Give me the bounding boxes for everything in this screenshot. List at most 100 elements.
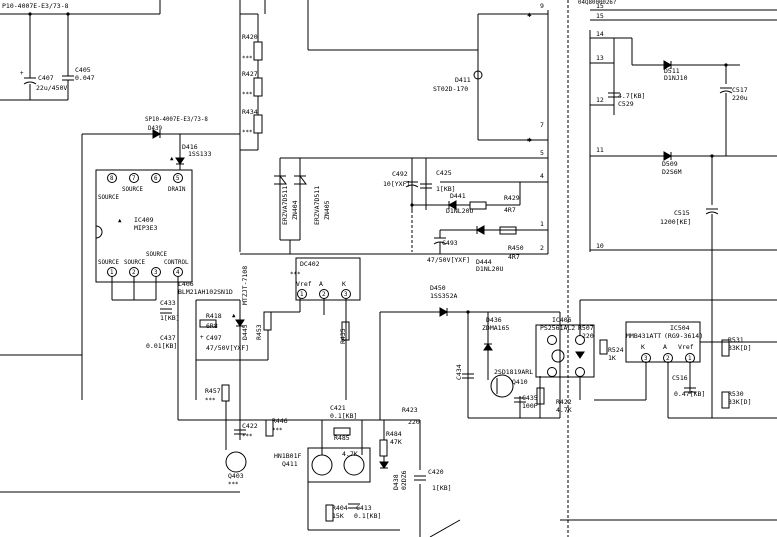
label-ic504-value: MMB431ATT <box>626 332 661 340</box>
label-r418: R418 <box>206 312 222 320</box>
label-zn405: ZN405 <box>323 200 331 220</box>
label-d416-value: 1SS133 <box>188 150 212 158</box>
label-stars: *** <box>242 92 253 98</box>
pin-label: 1 <box>300 292 304 298</box>
zn404-symbol <box>274 175 287 185</box>
label-c425: C425 <box>436 169 452 177</box>
label-pin1: 1 <box>540 220 544 228</box>
label-q410-value: 2SD1819ARL <box>494 368 533 376</box>
label-c420-value: 1[KB] <box>432 484 452 492</box>
label-zn404: ZN404 <box>291 200 299 220</box>
label-c492-value: 10[YXF] <box>383 180 410 188</box>
label-pin15b: 15 <box>596 12 604 20</box>
label-r423-value: 220 <box>408 418 420 426</box>
ic406-pin <box>547 335 557 345</box>
label-r524: R524 <box>608 346 624 354</box>
svg-text:+: + <box>20 71 24 77</box>
label-q411: Q411 <box>282 460 298 468</box>
label-ic504-a: A <box>663 343 667 351</box>
label-pin5: 5 <box>540 149 544 157</box>
ic409-notch <box>95 225 103 239</box>
ic406-pin <box>547 367 557 377</box>
label-d441: D441 <box>450 192 466 200</box>
label-ic409-control: CONTROL <box>164 260 189 266</box>
label-r484-value: 47K <box>390 438 402 446</box>
label-c517-value: 220u <box>732 94 748 102</box>
svg-text:▲: ▲ <box>118 218 122 224</box>
pin-label: 3 <box>154 270 158 276</box>
label-d411: D411 <box>455 76 471 84</box>
d438-symbol <box>379 461 389 469</box>
label-c497-value: 47/50V[YXF] <box>206 344 249 352</box>
label-pin9: 9 <box>540 2 544 10</box>
label-c529: C529 <box>618 100 634 108</box>
d450-symbol <box>439 307 449 317</box>
pin-label: 4 <box>176 270 180 276</box>
d436-symbol <box>483 343 493 351</box>
label-d509-value: D2S6M <box>662 168 682 176</box>
q410-symbol <box>490 374 514 398</box>
label-pin12: 12 <box>596 96 604 104</box>
label-stars: *** <box>228 482 239 488</box>
label-r420: R420 <box>242 33 258 41</box>
q411-a <box>311 454 333 476</box>
label-stars: *** <box>205 398 216 404</box>
label-r429: R429 <box>504 194 520 202</box>
label-pin15a: 15 <box>596 2 604 10</box>
label-hn1b01f: HN1B01F <box>274 452 301 460</box>
r427-body <box>253 77 263 97</box>
d439-symbol <box>152 129 162 139</box>
label-pin13: 13 <box>596 54 604 62</box>
label-pin7: 7 <box>540 121 544 129</box>
label-pin2: 2 <box>540 244 544 252</box>
d444-symbol <box>475 225 485 235</box>
label-d439: D439 <box>148 126 162 132</box>
label-c433-value: 1[KB] <box>160 314 180 322</box>
label-c433: C433 <box>160 299 176 307</box>
r485-body <box>333 427 351 436</box>
pin-label: 8 <box>110 176 114 182</box>
pin-label: 2 <box>322 292 326 298</box>
label-ic409-source-c: SOURCE <box>146 252 167 258</box>
label-r524-value: 1K <box>608 354 616 362</box>
label-r530-value: 33K[D] <box>728 398 751 406</box>
label-l406-value: BLM21AH102SN1D <box>178 288 233 296</box>
c493-plate-curved <box>433 241 447 245</box>
label-c421-value: 0.1[KB] <box>330 412 357 420</box>
label-r450: R450 <box>508 244 524 252</box>
label-c492: C492 <box>392 170 408 178</box>
r484-body <box>379 439 388 457</box>
label-ic409: IC409 <box>134 216 154 224</box>
label-zn404-value: ERZVA7D511 <box>281 186 289 225</box>
label-c493: C493 <box>442 239 458 247</box>
label-pin10: 10 <box>596 242 604 250</box>
wire <box>429 519 461 537</box>
label-c437: C437 <box>160 334 176 342</box>
label-p10: P10-4007E-E3/73-8 <box>2 2 69 10</box>
label-d444-value: D1NL20U <box>476 265 503 273</box>
label-c407: C407 <box>38 74 54 82</box>
label-l406: L406 <box>178 280 194 288</box>
label-c420: C420 <box>428 468 444 476</box>
c515-plate-curved <box>705 211 719 215</box>
ic406-transistor <box>551 349 565 363</box>
ic406-pin <box>575 367 585 377</box>
svg-text:✱: ✱ <box>527 10 532 19</box>
svg-text:▲: ▲ <box>170 156 174 162</box>
r457-body <box>221 384 230 402</box>
label-ic409-source-d: SOURCE <box>98 260 119 266</box>
pin-label: 3 <box>644 356 648 362</box>
label-r429-value: 4R7 <box>504 206 516 214</box>
label-dc402-a: A <box>319 280 323 288</box>
label-r446: R446 <box>272 417 288 425</box>
c517-plate-curved <box>719 90 733 94</box>
label-pin14: 14 <box>596 30 604 38</box>
r435-body <box>341 321 350 341</box>
d411-symbol <box>473 70 483 80</box>
label-r423: R423 <box>402 406 418 414</box>
label-c405-value: 0.047 <box>75 74 95 82</box>
label-r450-value: 4R7 <box>508 253 520 261</box>
r530-body <box>721 391 730 409</box>
ic406-body <box>535 324 595 378</box>
label-d445: D445 <box>241 324 249 340</box>
